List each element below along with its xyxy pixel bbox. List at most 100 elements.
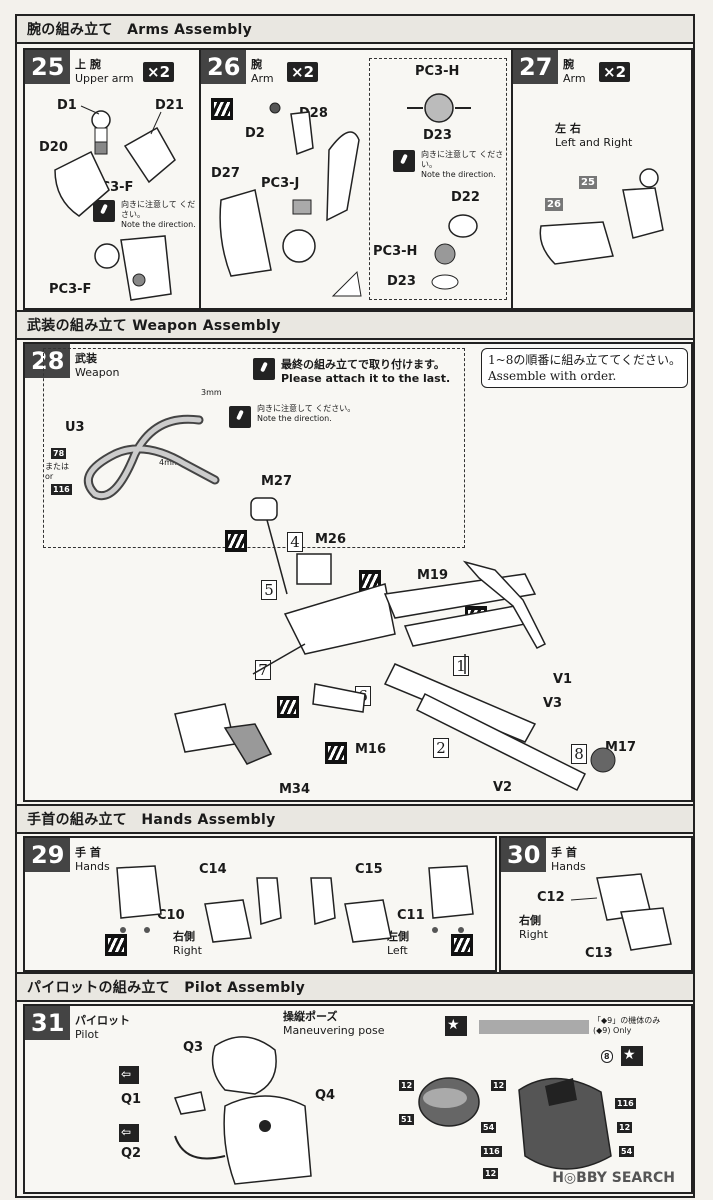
part-label: M27 — [261, 474, 293, 489]
part-label: C13 — [585, 946, 613, 961]
color-code: 51 — [399, 1114, 415, 1125]
paint-icon — [359, 570, 381, 592]
part-label: D20 — [39, 140, 68, 155]
color-code: 116 — [481, 1146, 502, 1157]
weapon-section-header: 武装の組み立て Weapon Assembly — [17, 310, 693, 340]
part-label: M17 — [605, 740, 637, 755]
part-label: D23 — [423, 128, 452, 143]
part-label: Q4 — [315, 1088, 336, 1103]
color-code: 12 — [399, 1080, 415, 1091]
part-label: PC3-H — [415, 64, 460, 79]
order-number: 8 — [571, 744, 587, 764]
note-text: 向きに注意して ください。Note the direction. — [421, 150, 504, 179]
arrow-icon: ⇦ — [119, 1066, 139, 1084]
decal-strip — [479, 1020, 589, 1034]
paint-icon — [325, 742, 347, 764]
step-ref-tag: 25 — [579, 176, 597, 189]
part-label: D23 — [387, 274, 416, 289]
order-number: 5 — [261, 580, 277, 600]
multiplier-badge: ×2 — [599, 62, 631, 82]
step-number: 29 — [25, 838, 71, 872]
part-label: C12 — [537, 890, 565, 905]
weapon-title: 武装の組み立て Weapon Assembly — [27, 318, 281, 334]
multiplier-badge: ×2 — [143, 62, 175, 82]
step-number: 28 — [25, 344, 71, 378]
arm-drawing — [219, 93, 478, 297]
paint-icon — [451, 934, 473, 956]
pilot-drawing — [173, 1036, 612, 1185]
caution-icon — [253, 358, 275, 380]
star-icon: ★ — [621, 1046, 643, 1066]
part-label: M19 — [417, 568, 449, 583]
dimension-label: 4mm — [159, 458, 180, 467]
part-label: PC3-J — [261, 176, 300, 191]
part-label: M26 — [315, 532, 347, 547]
color-code: 116 — [51, 484, 72, 495]
part-label: U3 — [65, 420, 85, 435]
part-label: D2 — [245, 126, 265, 141]
hands-title: 手首の組み立て Hands Assembly — [27, 812, 276, 828]
part-label: D1 — [57, 98, 77, 113]
paint-icon — [225, 530, 247, 552]
only-note: 「◆9」の機体のみ(◆9) Only — [593, 1016, 661, 1035]
part-label: V2 — [493, 780, 513, 795]
part-label: Q3 — [183, 1040, 204, 1055]
color-code: 12 — [617, 1122, 633, 1133]
arrow-icon: ⇦ — [119, 1124, 139, 1142]
caution-icon — [393, 150, 415, 172]
weapon-subassembly-box — [43, 348, 465, 548]
paint-icon — [105, 934, 127, 956]
step-number: 25 — [25, 50, 71, 84]
part-label: C10 — [157, 908, 185, 923]
pilot-section-header: パイロットの組み立て Pilot Assembly — [17, 972, 693, 1002]
step-number: 31 — [25, 1006, 71, 1040]
color-code: 12 — [483, 1168, 499, 1179]
arms-section-header: 腕の組み立て Arms Assembly — [17, 16, 693, 44]
part-label: PC3-H — [373, 244, 418, 259]
color-code: 116 — [615, 1098, 636, 1109]
part-label: Q1 — [121, 1092, 142, 1107]
part-label: V3 — [543, 696, 563, 711]
hands-drawing — [116, 865, 474, 943]
arms-title: 腕の組み立て Arms Assembly — [27, 22, 253, 38]
part-label: D27 — [211, 166, 240, 181]
subassembly-box — [369, 58, 507, 300]
arm-joined-drawing — [539, 168, 664, 265]
weapon-drawing — [83, 414, 616, 792]
color-code: 12 — [491, 1080, 507, 1091]
step-number: 26 — [201, 50, 247, 84]
part-label: C14 — [199, 862, 227, 877]
watermark-logo: H◎BBY SEARCH — [552, 1170, 675, 1186]
part-label: D21 — [155, 98, 184, 113]
order-number: 4 — [287, 532, 303, 552]
step-ref-tag: 26 — [545, 198, 563, 211]
color-code: 8 — [601, 1050, 613, 1063]
color-code: 78 — [51, 448, 67, 459]
color-code: 54 — [481, 1122, 497, 1133]
star-icon: ★ — [445, 1016, 467, 1036]
caution-icon — [93, 200, 115, 222]
part-label: M16 — [355, 742, 387, 757]
multiplier-badge: ×2 — [287, 62, 319, 82]
part-label: M34 — [279, 782, 311, 797]
part-label: Q2 — [121, 1146, 142, 1161]
order-note: 1~8の順番に組み立ててください。Assemble with order. — [481, 348, 688, 388]
part-label: D22 — [451, 190, 480, 205]
color-code: 54 — [619, 1146, 635, 1157]
